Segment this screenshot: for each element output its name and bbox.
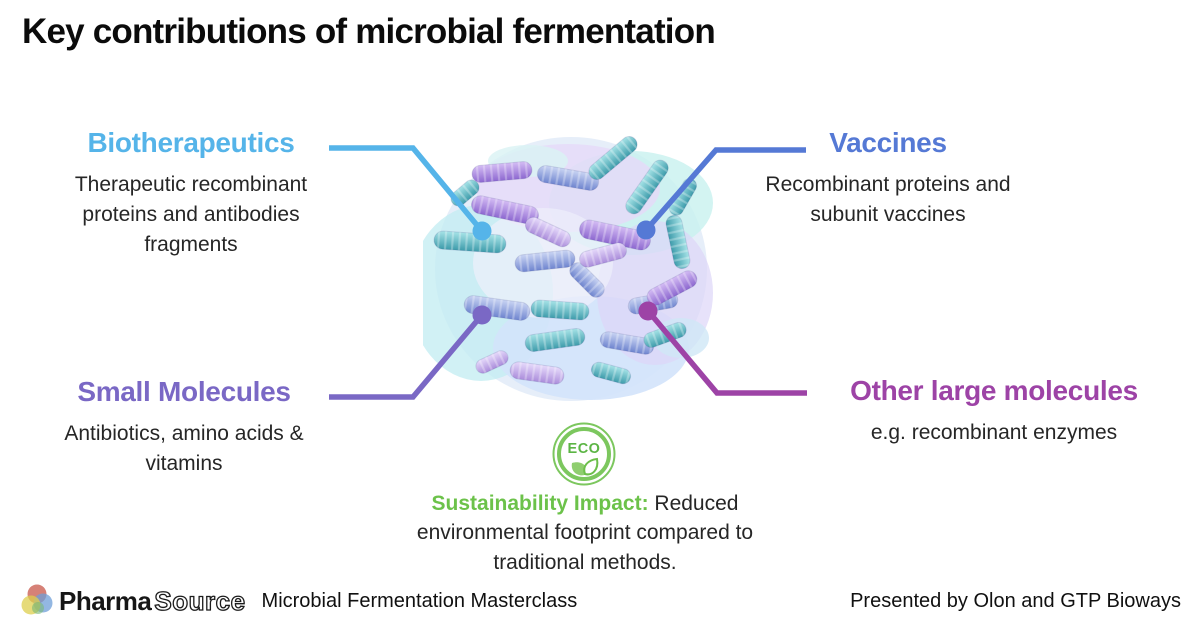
node-biotherapeutics: Biotherapeutics Therapeutic recombinant … xyxy=(25,128,357,260)
sustainability-text: Reduced environmental footprint compared… xyxy=(416,492,754,574)
leaf-icon xyxy=(571,457,599,476)
bacterium-capsule xyxy=(471,161,533,183)
node-vaccines: Vaccines Recombinant proteins and subuni… xyxy=(722,128,1054,230)
biotherapeutics-label: Biotherapeutics xyxy=(87,127,295,158)
bacterium-capsule xyxy=(524,328,586,352)
bacterium-capsule xyxy=(524,216,572,248)
small-molecules-description: Antibiotics, amino acids & vitamins xyxy=(64,422,304,476)
node-other-large-molecules: Other large molecules e.g. recombinant e… xyxy=(808,376,1180,448)
other-large-molecules-label: Other large molecules xyxy=(850,375,1138,406)
sustainability-label: Sustainability Impact: xyxy=(431,492,649,515)
presented-by-text: Presented by Olon and GTP Bioways xyxy=(850,589,1181,612)
bacterium-capsule xyxy=(646,270,698,306)
vaccines-description: Recombinant proteins and subunit vaccine… xyxy=(765,173,1011,227)
vaccines-label: Vaccines xyxy=(829,127,947,158)
bacterium-capsule xyxy=(590,361,632,385)
node-small-molecules: Small Molecules Antibiotics, amino acids… xyxy=(18,377,350,479)
footer: Pharma Source Microbial Fermentation Mas… xyxy=(0,581,1200,621)
bacterium-capsule xyxy=(509,361,565,385)
event-title: Microbial Fermentation Masterclass xyxy=(261,589,578,612)
bacterium-capsule xyxy=(514,249,576,273)
bacterium-capsule xyxy=(530,299,590,321)
pharmasource-logo-icon xyxy=(21,584,53,615)
biotherapeutics-description: Therapeutic recombinant proteins and ant… xyxy=(74,173,308,257)
bacteria-cluster-illustration xyxy=(423,136,713,401)
bacterium-capsule xyxy=(536,165,600,191)
sustainability-statement: Sustainability Impact: Reduced environme… xyxy=(393,489,777,577)
logo-text-pharma: Pharma xyxy=(59,585,152,616)
page-title: Key contributions of microbial fermentat… xyxy=(22,12,716,51)
logo-text-source: Source xyxy=(154,585,246,616)
bacterium-capsule xyxy=(579,242,627,268)
bacterium-capsule xyxy=(599,331,655,355)
eco-badge-text: ECO xyxy=(568,441,601,457)
eco-badge-icon: ECO xyxy=(552,422,616,486)
bacterium-capsule xyxy=(569,262,605,298)
other-large-molecules-description: e.g. recombinant enzymes xyxy=(870,421,1118,445)
bacterium-capsule xyxy=(588,136,638,180)
small-molecules-label: Small Molecules xyxy=(77,376,291,407)
pharmasource-logo: Pharma Source xyxy=(19,583,246,619)
